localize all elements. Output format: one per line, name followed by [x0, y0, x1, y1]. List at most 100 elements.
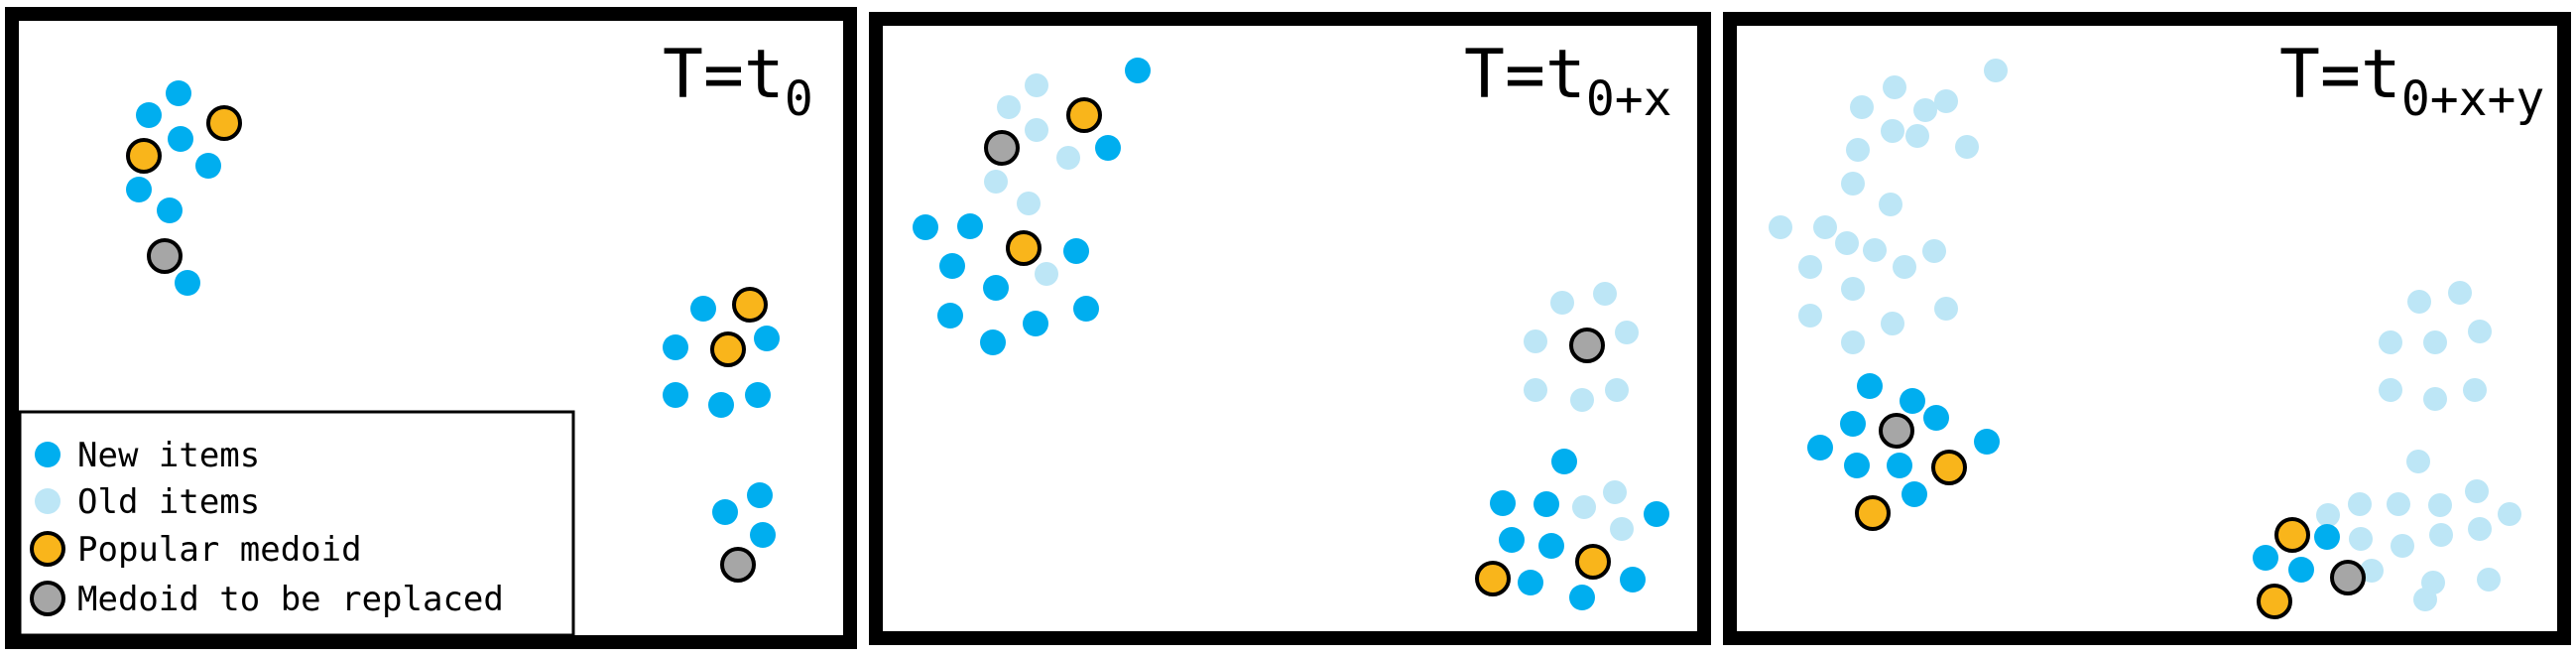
new-item-point — [983, 275, 1009, 301]
old-item-point — [1524, 329, 1547, 353]
new-item-point — [1063, 238, 1089, 264]
old-item-point — [1035, 262, 1058, 286]
old-item-point — [1841, 330, 1865, 354]
old-item-point — [2406, 450, 2430, 473]
new-item-point — [166, 80, 191, 106]
old-item-point — [1605, 378, 1629, 402]
popular-medoid-point — [732, 287, 768, 323]
panel-t0-title: T=t0 — [663, 36, 813, 127]
old-item-point — [2391, 534, 2414, 558]
new-item-point — [175, 270, 200, 296]
new-item-point — [980, 329, 1006, 355]
panel-t0x-points — [913, 58, 1669, 610]
old-item-point — [1879, 193, 1902, 216]
legend-new-item-symbol — [35, 442, 61, 467]
old-item-point — [997, 95, 1021, 119]
popular-medoid-point — [1855, 495, 1891, 531]
old-item-point — [1056, 146, 1080, 170]
new-item-point — [913, 214, 938, 240]
old-item-point — [2349, 527, 2373, 551]
legend-old-item-symbol — [35, 488, 61, 514]
old-item-point — [1905, 124, 1929, 148]
popular-medoid-point — [2274, 517, 2310, 553]
legend-box — [18, 410, 575, 637]
old-item-point — [1881, 312, 1904, 335]
new-item-point — [747, 482, 773, 508]
old-item-point — [2379, 378, 2402, 402]
legend-medoid-replaced-label: Medoid to be replaced — [77, 580, 504, 619]
new-item-point — [126, 177, 152, 202]
new-item-point — [1551, 449, 1577, 474]
new-item-point — [1887, 453, 1912, 478]
old-item-point — [1846, 138, 1870, 162]
new-item-point — [708, 392, 734, 418]
medoid-to-replace-point — [2330, 560, 2366, 595]
medoid-to-replace-point — [984, 130, 1020, 166]
old-item-point — [2477, 568, 2501, 592]
old-item-point — [2465, 479, 2489, 503]
new-item-point — [663, 382, 688, 408]
new-item-point — [1490, 490, 1516, 516]
popular-medoid-point — [1475, 561, 1511, 596]
new-item-point — [745, 382, 771, 408]
new-item-point — [1923, 405, 1949, 431]
old-item-point — [2360, 559, 2384, 583]
new-item-point — [1844, 453, 1870, 478]
old-item-point — [1025, 118, 1048, 142]
new-item-point — [1533, 491, 1559, 517]
old-item-point — [1934, 297, 1958, 321]
old-item-point — [2498, 502, 2521, 526]
new-item-point — [1125, 58, 1151, 83]
old-item-point — [2468, 320, 2492, 343]
popular-medoid-point — [2257, 584, 2292, 619]
new-item-point — [1974, 429, 2000, 455]
old-item-point — [1610, 517, 1634, 541]
new-item-point — [2288, 557, 2314, 583]
legend-popular-medoid-symbol — [30, 531, 65, 567]
new-item-point — [937, 303, 963, 329]
old-item-point — [1813, 215, 1837, 239]
new-item-point — [1644, 501, 1669, 527]
new-item-point — [1840, 411, 1866, 437]
medoid-to-replace-point — [1879, 413, 1914, 449]
old-item-point — [1603, 480, 1627, 504]
old-item-point — [1798, 304, 1822, 328]
new-item-point — [1569, 585, 1595, 610]
panel-t0xy-points — [1769, 59, 2521, 619]
panel-t0x-frame — [869, 12, 1711, 645]
old-item-point — [2463, 378, 2487, 402]
old-item-point — [1883, 75, 1906, 99]
old-item-point — [1984, 59, 2008, 82]
popular-medoid-point — [206, 105, 242, 141]
popular-medoid-point — [1066, 97, 1102, 133]
old-item-point — [1025, 73, 1048, 97]
panel-t0x: T=t0+x — [869, 12, 1711, 645]
new-item-point — [1901, 481, 1927, 507]
old-item-point — [1835, 231, 1859, 255]
old-item-point — [2387, 492, 2410, 516]
new-item-point — [2314, 524, 2340, 550]
old-item-point — [2429, 523, 2453, 547]
old-item-point — [1572, 495, 1596, 519]
panel-t0x-title: T=t0+x — [1464, 36, 1672, 127]
old-item-point — [1955, 135, 1979, 159]
old-item-point — [1922, 239, 1946, 263]
old-item-point — [1881, 119, 1904, 143]
new-item-point — [136, 102, 162, 128]
panel-t0xy: T=t0+x+y — [1723, 12, 2571, 645]
old-item-point — [1850, 95, 1874, 119]
old-item-point — [1841, 172, 1865, 196]
old-item-point — [1570, 388, 1594, 412]
medoid-to-replace-point — [1569, 328, 1605, 363]
new-item-point — [1807, 435, 1833, 461]
legend-popular-medoid-label: Popular medoid — [77, 530, 362, 570]
legend-medoid-replaced-symbol — [30, 581, 65, 616]
new-item-point — [1499, 527, 1525, 553]
new-item-point — [1073, 296, 1099, 322]
panel-t0xy-title: T=t0+x+y — [2279, 36, 2544, 127]
old-item-point — [2316, 503, 2340, 527]
old-item-point — [1593, 282, 1617, 306]
new-item-point — [690, 296, 716, 322]
new-item-point — [754, 326, 780, 351]
new-item-point — [2253, 545, 2278, 571]
